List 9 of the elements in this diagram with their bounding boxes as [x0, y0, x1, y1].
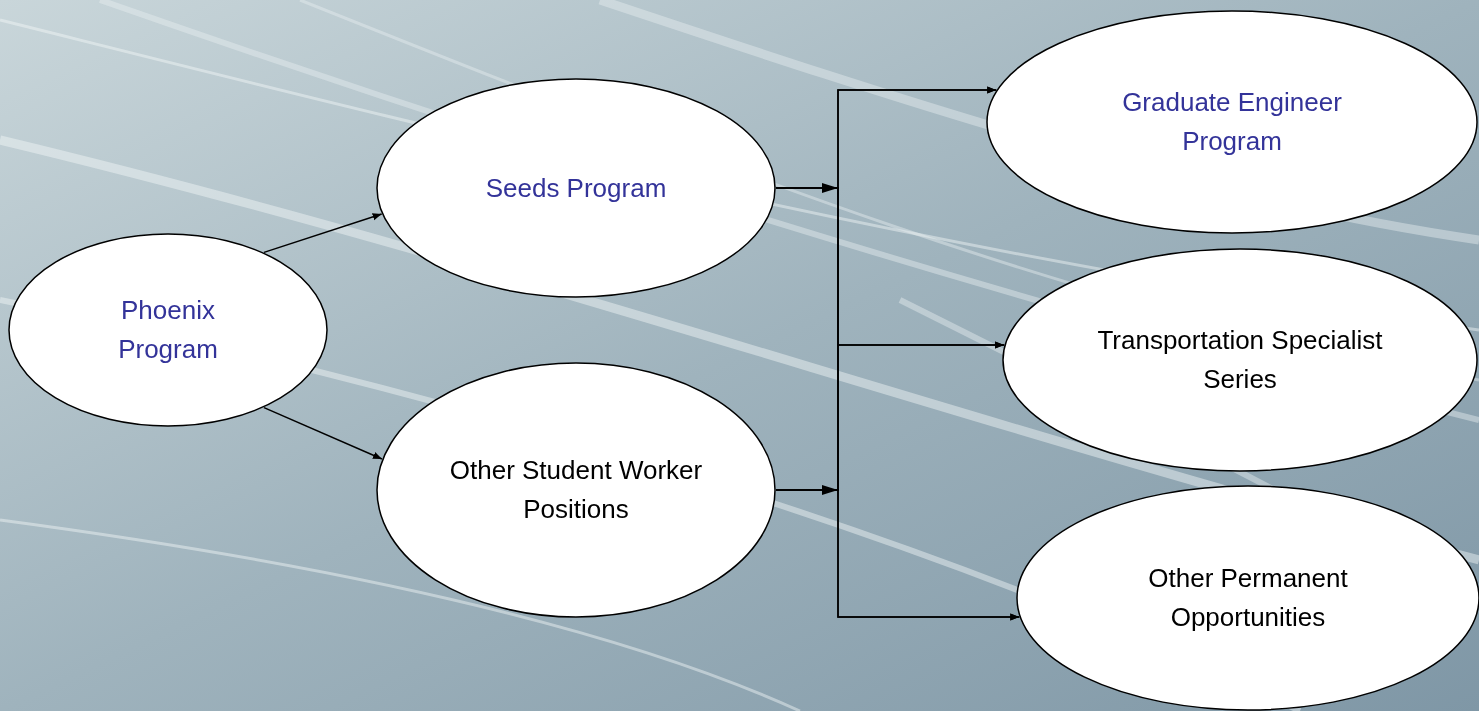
node-label: Phoenix Program [117, 294, 219, 366]
node-label: Other Permanent Opportunities [1147, 562, 1349, 634]
node-label: Other Student Worker Positions [448, 454, 704, 526]
arrow [775, 489, 1021, 621]
arrow [263, 213, 383, 254]
node-label: Seeds Program [484, 171, 668, 205]
node-label: Graduate Engineer Program [1121, 86, 1343, 158]
arrow [263, 406, 383, 460]
node-label: Transportation Specialist Series [1096, 324, 1384, 396]
